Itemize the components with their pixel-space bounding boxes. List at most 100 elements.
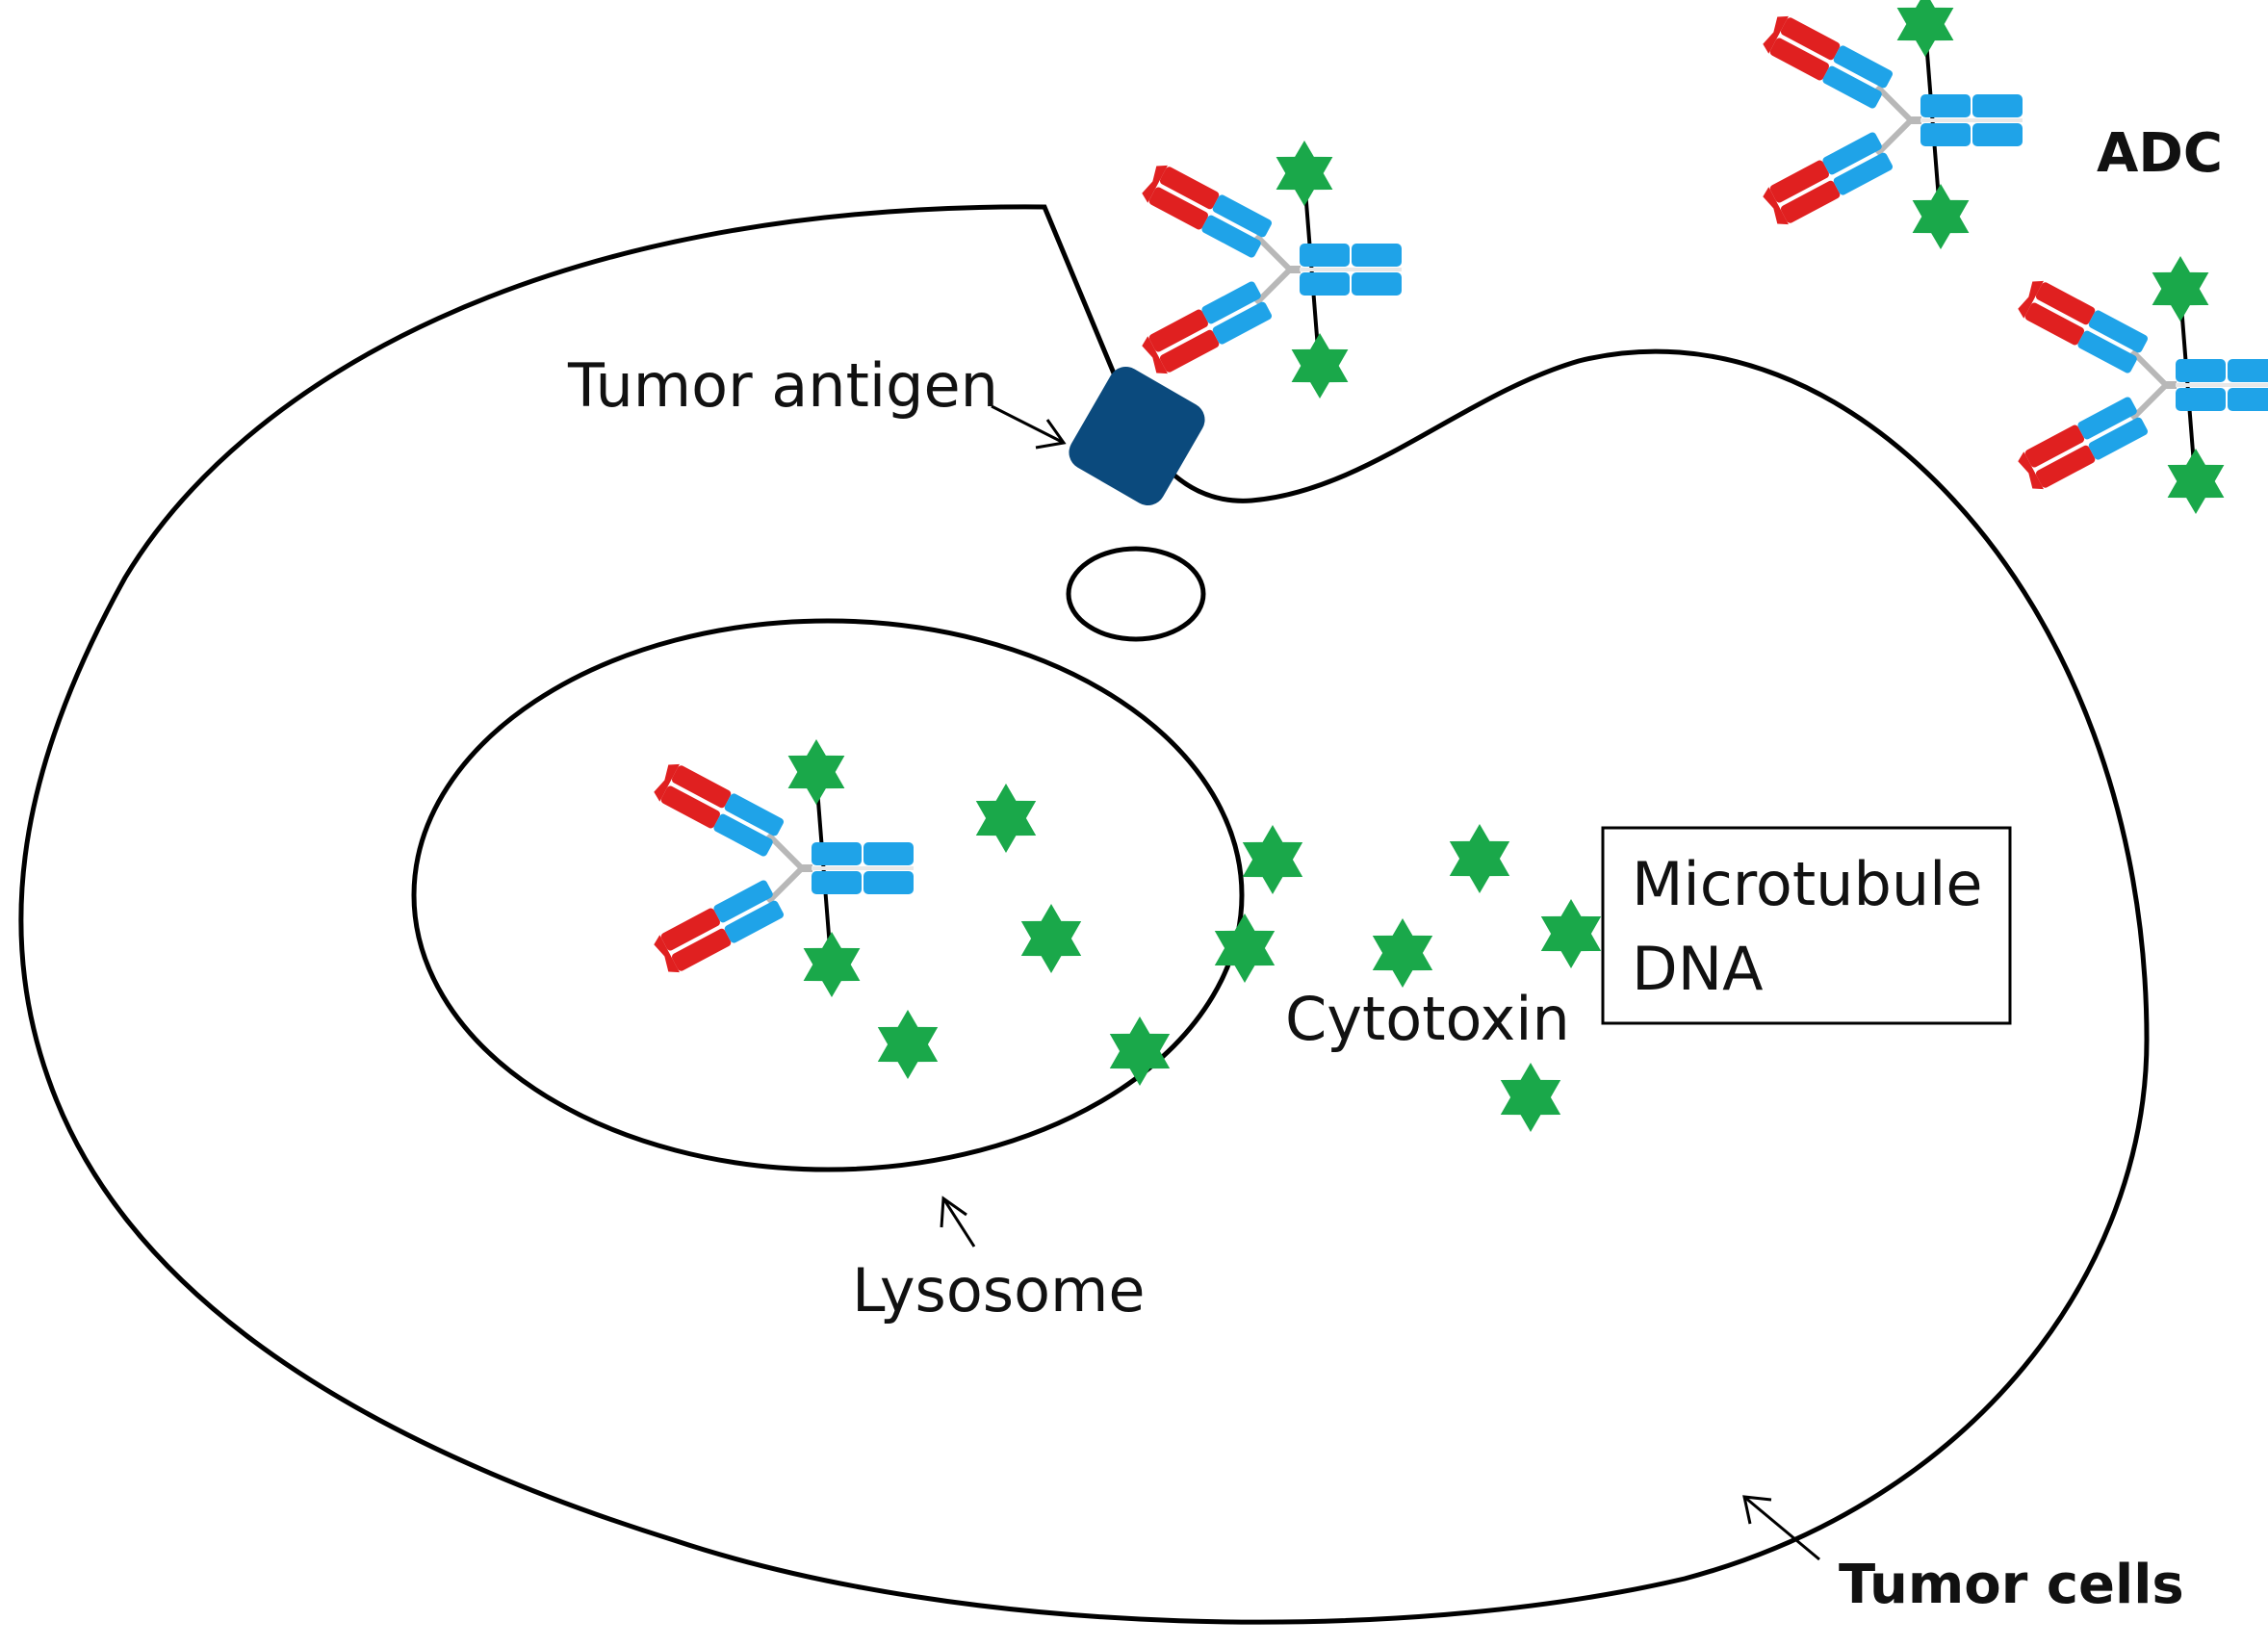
- constant-light: [1822, 65, 1882, 109]
- fc-block: [812, 842, 862, 865]
- fab-arm-lower: [2018, 397, 2149, 490]
- variable-heavy: [2035, 282, 2096, 325]
- hinge: [1253, 233, 1295, 306]
- constant-heavy: [1212, 194, 1273, 238]
- fab-arm-upper: [1142, 165, 1273, 258]
- hinge: [2129, 348, 2171, 422]
- adc-antibody-3: [1142, 141, 1402, 399]
- target-dna-label: DNA: [1632, 934, 1764, 1004]
- variable-heavy: [1769, 160, 1830, 203]
- hinge-core: [1287, 266, 1301, 273]
- tumor-cells-arrow: [1742, 1495, 1820, 1561]
- adc-layer: [654, 0, 2268, 997]
- antigen-arrow: [991, 404, 1067, 450]
- conjugated-payload-star: [1912, 184, 1970, 249]
- cytotoxin-star: [1500, 1063, 1561, 1132]
- tumor-antigen-label: Tumor antigen: [567, 350, 998, 421]
- adc-antibody-1: [1763, 0, 2023, 249]
- cytotoxin-star: [975, 784, 1037, 853]
- fab-arm-lower: [1763, 132, 1894, 225]
- constant-heavy: [2088, 310, 2149, 353]
- antigen-binding-tip: [1763, 15, 1789, 54]
- fc-block: [1920, 94, 1971, 117]
- variable-light: [671, 928, 732, 971]
- constant-light: [2077, 330, 2137, 373]
- variable-light: [2035, 445, 2096, 488]
- constant-light: [1833, 152, 1894, 195]
- cytotoxin-star: [1214, 914, 1276, 983]
- lysosome-label: Lysosome: [852, 1255, 1146, 1325]
- fc-block: [1352, 244, 1402, 267]
- fc-block: [2176, 359, 2226, 382]
- variable-heavy: [671, 765, 732, 809]
- variable-light: [2024, 302, 2085, 346]
- hinge: [765, 832, 807, 905]
- fab-arm-lower: [1142, 281, 1273, 374]
- constant-heavy: [1833, 45, 1894, 89]
- fc-block: [2228, 359, 2268, 382]
- variable-light: [1148, 187, 1209, 230]
- fab-arm-upper: [654, 763, 785, 857]
- antigen-binding-tip: [1142, 165, 1168, 203]
- cytotoxin-label: Cytotoxin: [1285, 984, 1570, 1054]
- cytotoxin-star: [1449, 824, 1510, 893]
- constant-light: [1212, 301, 1273, 345]
- constant-light: [724, 900, 785, 943]
- antigen-binding-tip: [654, 763, 680, 802]
- conjugated-payload-star: [1896, 0, 1954, 57]
- cytotoxin-star: [1020, 904, 1082, 973]
- variable-light: [1159, 329, 1220, 373]
- variable-heavy: [660, 908, 721, 951]
- variable-light: [660, 785, 721, 829]
- conjugated-payload-star: [2167, 449, 2225, 514]
- fc-block: [1300, 244, 1350, 267]
- fc-block: [1920, 123, 1971, 146]
- hinge-core: [799, 864, 812, 872]
- fc-block: [1972, 94, 2023, 117]
- lysosome: [411, 618, 1245, 1172]
- conjugated-payload-star: [787, 739, 845, 805]
- adc-label: ADC: [2097, 122, 2223, 185]
- antigen-binding-tip: [2018, 451, 2044, 490]
- conjugated-payload-star: [1291, 333, 1349, 399]
- conjugated-payload-star: [1276, 141, 1333, 206]
- constant-heavy: [1822, 132, 1882, 175]
- adc-antibody-2: [2018, 256, 2268, 514]
- conjugated-payload-star: [803, 932, 861, 997]
- cytotoxin-star: [1242, 825, 1303, 894]
- variable-light: [1780, 180, 1841, 223]
- payload-layer: [877, 784, 1602, 1132]
- cytotoxin-star: [1372, 918, 1433, 988]
- fc-block: [1300, 272, 1350, 296]
- target-microtubule-label: Microtubule: [1632, 849, 1983, 919]
- tumor-cells-label: Tumor cells: [1839, 1554, 2184, 1616]
- antigen-binding-tip: [1142, 336, 1168, 374]
- fab-arm-lower: [654, 880, 785, 973]
- antigen-binding-tip: [1763, 187, 1789, 225]
- constant-light: [1201, 215, 1261, 258]
- constant-heavy: [713, 880, 773, 923]
- fc-block: [863, 842, 914, 865]
- lysosome-arrow: [940, 1196, 976, 1248]
- cytotoxin-star: [1540, 899, 1602, 968]
- endocytic-vesicle: [1066, 546, 1206, 642]
- antigen-binding-tip: [2018, 280, 2044, 319]
- fc-block: [863, 871, 914, 894]
- variable-heavy: [1780, 17, 1841, 61]
- hinge-core: [2163, 381, 2177, 389]
- fab-arm-upper: [1763, 15, 1894, 109]
- fc-block: [1972, 123, 2023, 146]
- tumor-antigen: [1069, 366, 1205, 506]
- antigen-binding-tip: [654, 935, 680, 973]
- constant-light: [2088, 417, 2149, 460]
- variable-heavy: [2024, 425, 2085, 468]
- constant-heavy: [1201, 281, 1261, 324]
- cytotoxin-star: [1109, 1017, 1171, 1086]
- variable-heavy: [1159, 167, 1220, 210]
- fc-block: [2228, 388, 2268, 411]
- adc-antibody-4: [654, 739, 914, 997]
- fc-block: [1352, 272, 1402, 296]
- constant-light: [713, 813, 773, 857]
- constant-heavy: [724, 793, 785, 836]
